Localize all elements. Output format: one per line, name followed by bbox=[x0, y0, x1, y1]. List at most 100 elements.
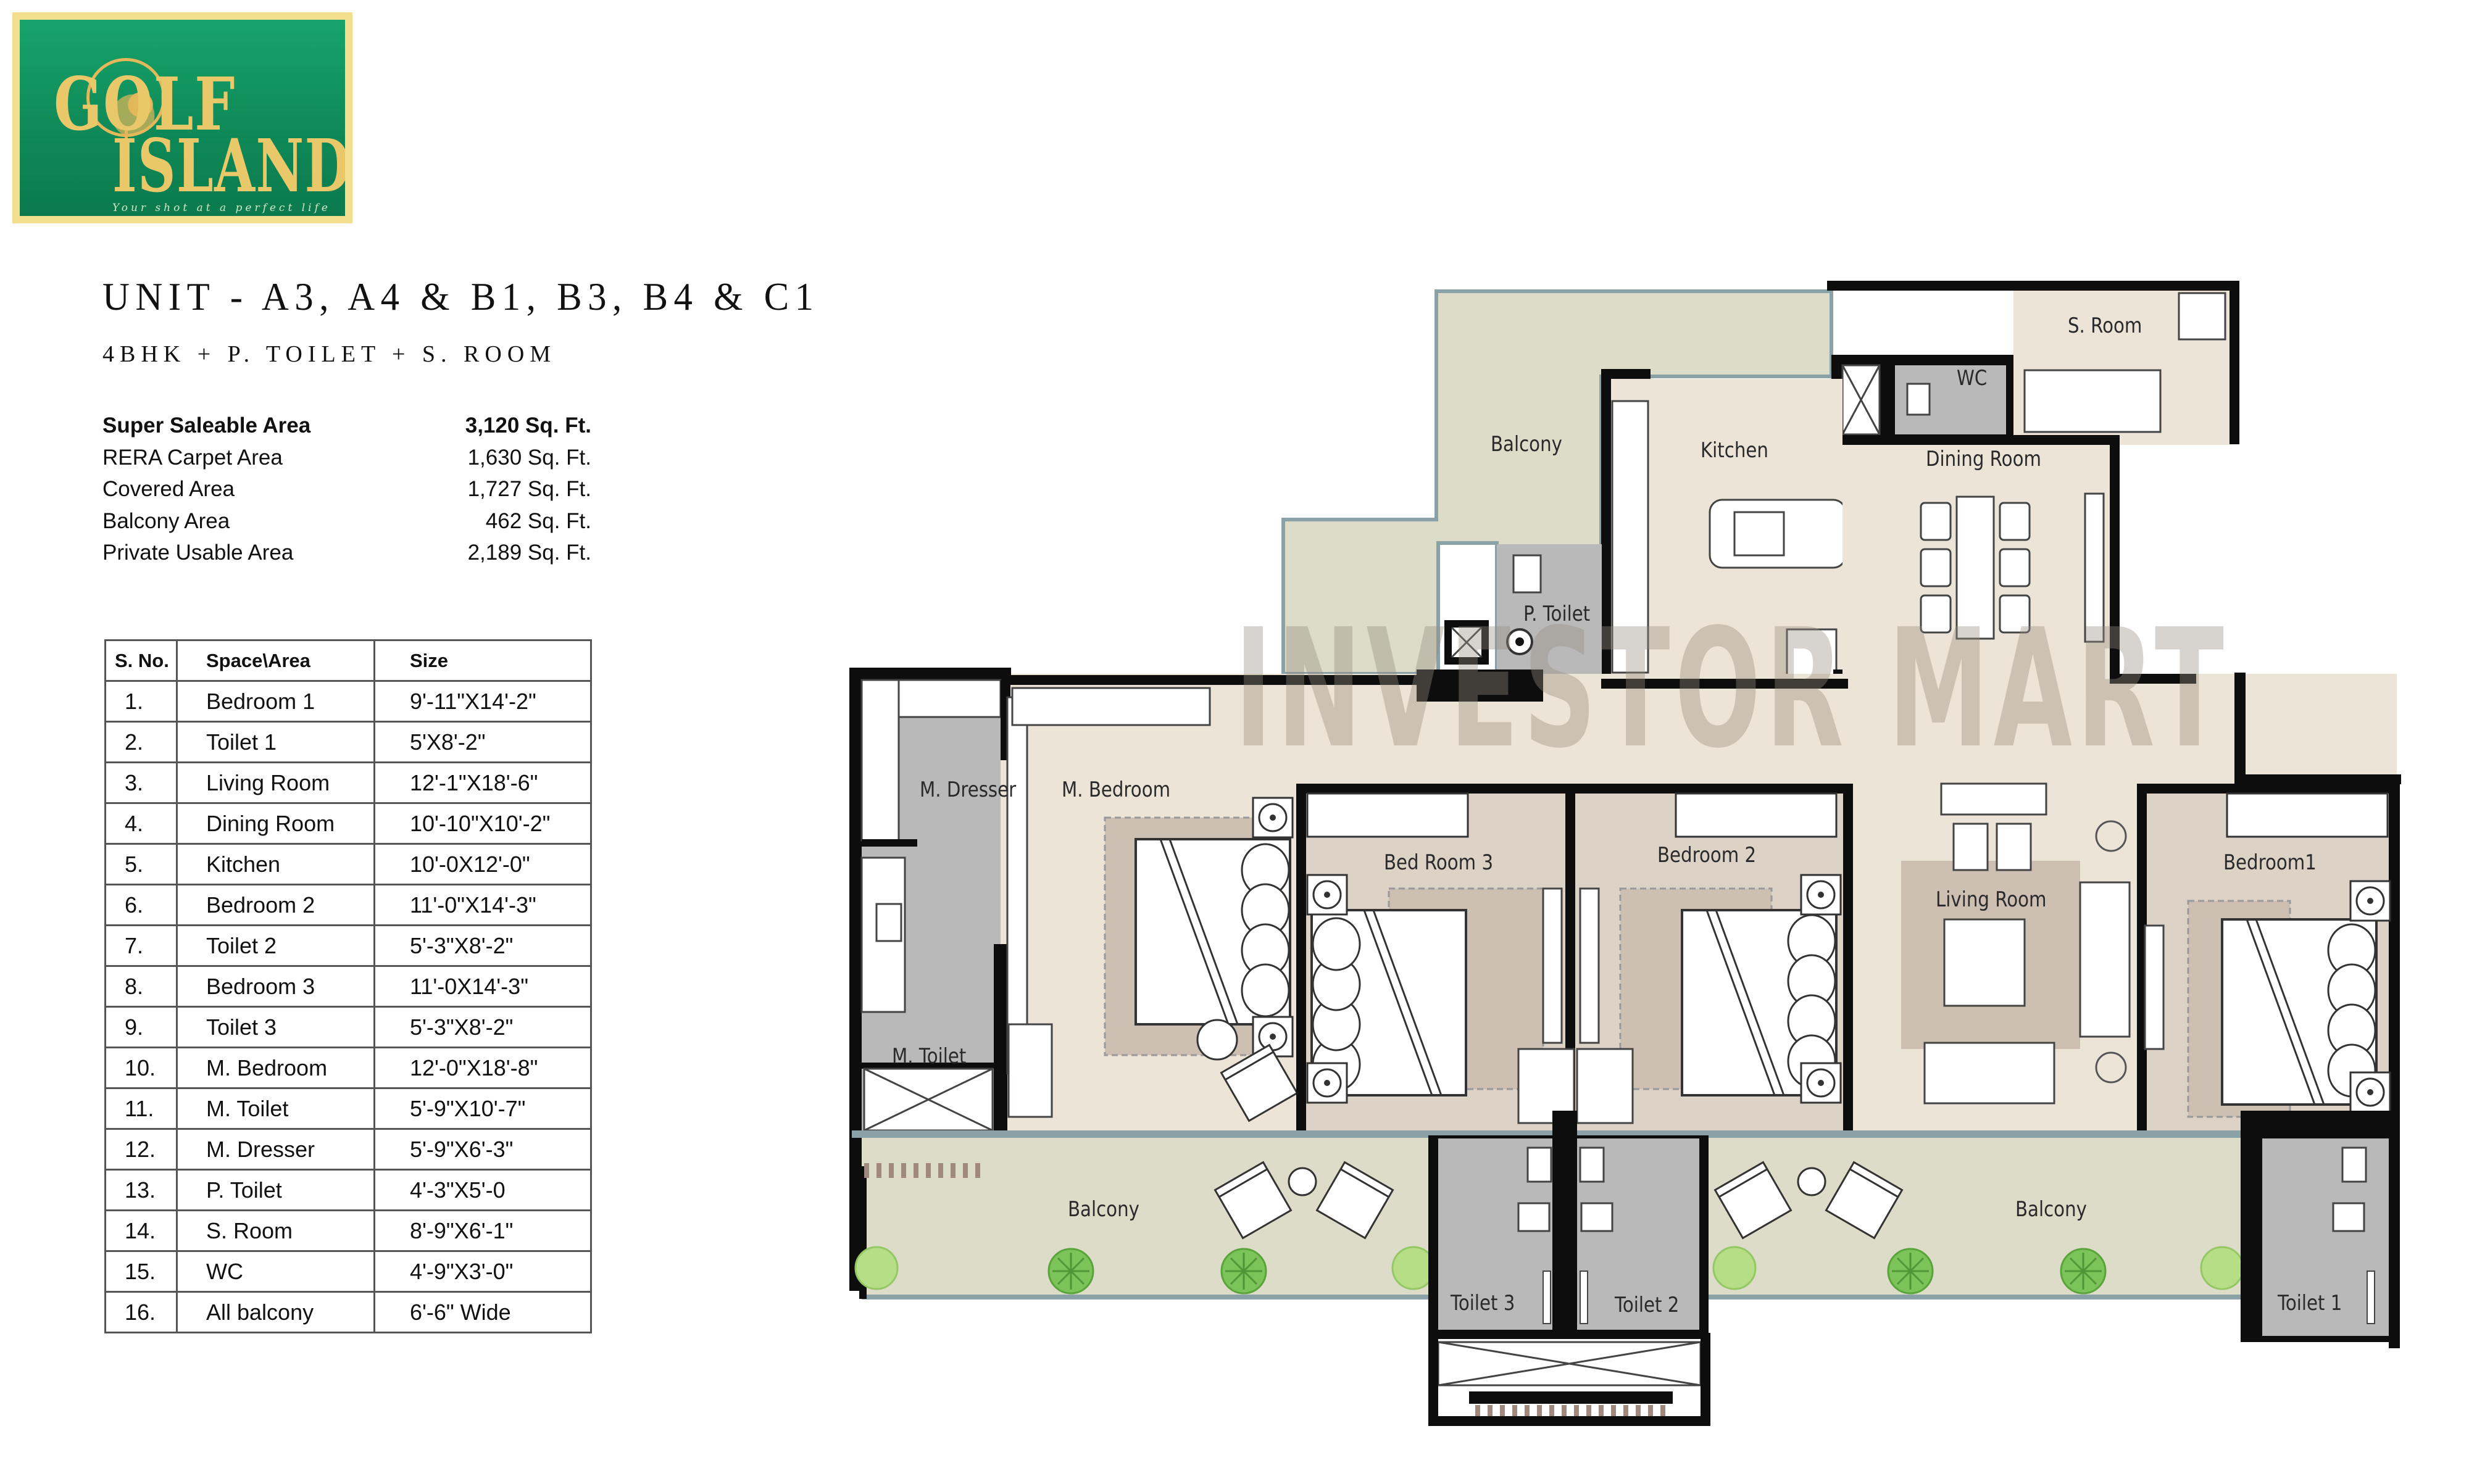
cell-space: Toilet 2 bbox=[176, 924, 375, 967]
cell-size: 4'-3"X5'-0 bbox=[373, 1169, 592, 1211]
cell-size: 9'-11"X14'-2" bbox=[373, 680, 592, 723]
area-label: Super Saleable Area bbox=[102, 413, 311, 437]
area-value: 462 Sq. Ft. bbox=[485, 508, 591, 533]
cell-sno: 7. bbox=[104, 924, 178, 967]
cell-space: Dining Room bbox=[176, 802, 375, 845]
cell-space: Living Room bbox=[176, 761, 375, 804]
label-m-toilet: M. Toilet bbox=[892, 1044, 967, 1069]
label-balcony-top: Balcony bbox=[1491, 432, 1562, 457]
cell-size: 5'-9"X6'-3" bbox=[373, 1128, 592, 1171]
cell-sno: 11. bbox=[104, 1087, 178, 1130]
cell-sno: 14. bbox=[104, 1209, 178, 1252]
cell-size: 10'-0X12'-0" bbox=[373, 843, 592, 885]
cell-sno: 6. bbox=[104, 884, 178, 926]
area-row-super-saleable: Super Saleable Area 3,120 Sq. Ft. bbox=[102, 410, 591, 442]
cell-size: 5'X8'-2" bbox=[373, 721, 592, 763]
label-s-room: S. Room bbox=[2068, 313, 2142, 338]
cell-space: Kitchen bbox=[176, 843, 375, 885]
label-kitchen: Kitchen bbox=[1701, 438, 1768, 463]
cell-sno: 15. bbox=[104, 1250, 178, 1293]
cell-space: P. Toilet bbox=[176, 1169, 375, 1211]
cell-size: 12'-1"X18'-6" bbox=[373, 761, 592, 804]
cell-space: WC bbox=[176, 1250, 375, 1293]
header-size: Size bbox=[373, 639, 592, 682]
cell-space: M. Toilet bbox=[176, 1087, 375, 1130]
label-bedroom-2: Bedroom 2 bbox=[1657, 843, 1757, 868]
area-label: Private Usable Area bbox=[102, 541, 294, 565]
cell-sno: 12. bbox=[104, 1128, 178, 1171]
cell-space: All balcony bbox=[176, 1291, 375, 1333]
cell-sno: 10. bbox=[104, 1047, 178, 1089]
logo-word-golf: GOLF bbox=[54, 61, 236, 147]
area-row-balcony: Balcony Area 462 Sq. Ft. bbox=[102, 505, 591, 537]
cell-size: 5'-9"X10'-7" bbox=[373, 1087, 592, 1130]
area-label: Balcony Area bbox=[102, 508, 230, 533]
area-row-private-usable: Private Usable Area 2,189 Sq. Ft. bbox=[102, 537, 591, 569]
label-m-bedroom: M. Bedroom bbox=[1062, 777, 1171, 802]
table-header-row: S. No. Space\Area Size bbox=[104, 639, 592, 682]
cell-sno: 8. bbox=[104, 965, 178, 1008]
cell-size: 6'-6" Wide bbox=[373, 1291, 592, 1333]
cell-size: 5'-3"X8'-2" bbox=[373, 924, 592, 967]
cell-sno: 13. bbox=[104, 1169, 178, 1211]
area-value: 1,630 Sq. Ft. bbox=[467, 445, 591, 470]
unit-subtitle: 4BHK + P. TOILET + S. ROOM bbox=[102, 341, 557, 367]
label-bedroom-1: Bedroom1 bbox=[2223, 850, 2317, 875]
cell-sno: 4. bbox=[104, 802, 178, 845]
cell-size: 4'-9"X3'-0" bbox=[373, 1250, 592, 1293]
area-row-covered: Covered Area 1,727 Sq. Ft. bbox=[102, 473, 591, 505]
logo-panel: GOLF ISLAND Your shot at a perfect life bbox=[20, 20, 345, 216]
area-label: Covered Area bbox=[102, 477, 235, 501]
brand-logo: GOLF ISLAND Your shot at a perfect life bbox=[12, 12, 352, 223]
cell-size: 12'-0"X18'-8" bbox=[373, 1047, 592, 1089]
cell-size: 11'-0"X14'-3" bbox=[373, 884, 592, 926]
area-value: 1,727 Sq. Ft. bbox=[467, 477, 591, 501]
header-space: Space\Area bbox=[176, 639, 375, 682]
label-balcony-left: Balcony bbox=[1068, 1197, 1139, 1222]
cell-space: Bedroom 1 bbox=[176, 680, 375, 723]
label-toilet-1: Toilet 1 bbox=[2278, 1291, 2342, 1316]
label-dining-room: Dining Room bbox=[1926, 447, 2041, 471]
label-living-room: Living Room bbox=[1936, 887, 2047, 912]
cell-space: M. Bedroom bbox=[176, 1047, 375, 1089]
cell-space: Toilet 1 bbox=[176, 721, 375, 763]
cell-sno: 1. bbox=[104, 680, 178, 723]
area-row-rera-carpet: RERA Carpet Area 1,630 Sq. Ft. bbox=[102, 442, 591, 474]
cell-space: M. Dresser bbox=[176, 1128, 375, 1171]
area-value: 2,189 Sq. Ft. bbox=[467, 541, 591, 565]
label-balcony-right: Balcony bbox=[2015, 1197, 2087, 1222]
cell-sno: 3. bbox=[104, 761, 178, 804]
area-summary: Super Saleable Area 3,120 Sq. Ft. RERA C… bbox=[102, 410, 591, 569]
area-label: RERA Carpet Area bbox=[102, 445, 283, 470]
label-bed-room-3: Bed Room 3 bbox=[1384, 850, 1494, 875]
logo-word-island: ISLAND bbox=[112, 123, 345, 209]
cell-space: Toilet 3 bbox=[176, 1006, 375, 1048]
cell-sno: 2. bbox=[104, 721, 178, 763]
cell-size: 11'-0X14'-3" bbox=[373, 965, 592, 1008]
cell-space: Bedroom 2 bbox=[176, 884, 375, 926]
label-toilet-3: Toilet 3 bbox=[1451, 1291, 1515, 1316]
cell-sno: 9. bbox=[104, 1006, 178, 1048]
cell-space: Bedroom 3 bbox=[176, 965, 375, 1008]
label-toilet-2: Toilet 2 bbox=[1615, 1293, 1680, 1317]
label-wc: WC bbox=[1957, 366, 1988, 391]
